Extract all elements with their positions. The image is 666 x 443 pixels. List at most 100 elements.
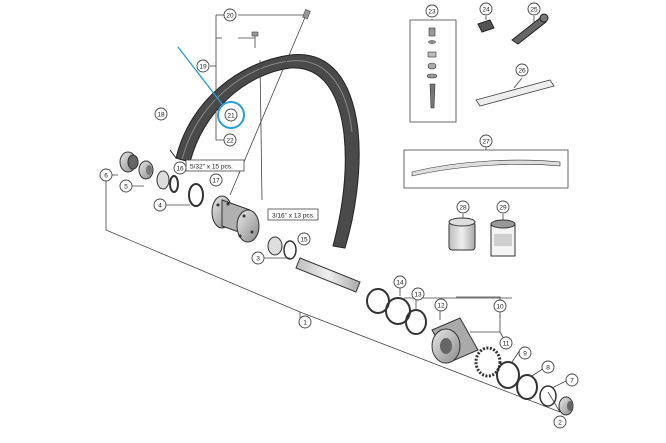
part-balloon-circle bbox=[496, 200, 510, 214]
part-balloon-12: 12 bbox=[434, 298, 448, 312]
freehub-leader-lines bbox=[399, 288, 569, 389]
part-24-tool bbox=[477, 19, 495, 33]
part-balloon-circle bbox=[434, 298, 448, 312]
part-number-label: 12 bbox=[437, 302, 445, 309]
part-balloon-circle bbox=[223, 8, 237, 22]
part-balloon-circle bbox=[518, 346, 532, 360]
part-balloon-circle bbox=[209, 173, 223, 187]
part-balloon-7: 7 bbox=[565, 373, 579, 387]
part-number-label: 21 bbox=[227, 112, 235, 119]
part-balloon-circle bbox=[154, 107, 168, 121]
spoke-group bbox=[210, 14, 307, 201]
part-balloon-25: 25 bbox=[527, 2, 541, 16]
part-balloon-circle bbox=[553, 415, 567, 429]
part-balloon-circle bbox=[297, 232, 311, 246]
part-balloon-16: 16 bbox=[173, 161, 187, 175]
part-balloon-19: 19 bbox=[196, 59, 210, 73]
part-balloon-circle bbox=[298, 315, 312, 329]
part-balloon-circle bbox=[479, 134, 493, 148]
part-balloon-circle bbox=[196, 59, 210, 73]
part-number-label: 8 bbox=[546, 364, 550, 371]
part-3-cone bbox=[267, 236, 283, 256]
part-23-valve-box bbox=[409, 19, 457, 123]
part-number-label: 5 bbox=[124, 183, 128, 190]
part-9-ring bbox=[496, 361, 520, 389]
part-balloon-circle bbox=[515, 63, 529, 77]
part-balloon-circle bbox=[479, 2, 493, 16]
part-4-cone bbox=[156, 170, 170, 190]
part-balloon-6: 6 bbox=[99, 168, 113, 182]
part-29-grease bbox=[490, 219, 516, 257]
part-8-ring bbox=[516, 374, 538, 400]
part-balloon-14: 14 bbox=[393, 275, 407, 289]
part-balloon-10: 10 bbox=[493, 299, 507, 313]
part-26-tape bbox=[475, 79, 555, 107]
part-balloon-circle bbox=[425, 4, 439, 18]
part-number-label: 18 bbox=[157, 111, 165, 118]
ball-note-large-text: 3/16" x 13 pcs. bbox=[272, 213, 315, 220]
ball-note-small: 5/32" x 15 pcs. bbox=[185, 159, 245, 172]
part-balloon-26: 26 bbox=[515, 63, 529, 77]
part-number-label: 28 bbox=[459, 204, 467, 211]
part-balloon-18: 18 bbox=[154, 107, 168, 121]
part-balloon-22: 22 bbox=[223, 133, 237, 147]
part-number-label: 25 bbox=[530, 6, 538, 13]
part-25-wrench bbox=[511, 13, 549, 45]
part-balloon-circle bbox=[411, 287, 425, 301]
part-number-label: 11 bbox=[503, 340, 510, 347]
part-balloon-2: 2 bbox=[553, 415, 567, 429]
highlight-callout bbox=[177, 46, 245, 129]
part-balloon-circle bbox=[565, 373, 579, 387]
part-28-sleeve bbox=[448, 217, 476, 251]
part-27-label-box bbox=[403, 149, 569, 189]
part-number-label: 13 bbox=[414, 291, 422, 298]
part-number-label: 3 bbox=[256, 255, 260, 262]
part-number-label: 22 bbox=[226, 137, 234, 144]
part-number-label: 19 bbox=[199, 63, 207, 70]
part-10-freehub bbox=[431, 317, 479, 364]
part-balloon-13: 13 bbox=[411, 287, 425, 301]
part-balloon-21: 21 bbox=[224, 108, 238, 122]
part-balloon-24: 24 bbox=[479, 2, 493, 16]
part-number-label: 4 bbox=[158, 202, 162, 209]
part-balloon-23: 23 bbox=[425, 4, 439, 18]
part-balloon-circle bbox=[527, 2, 541, 16]
part-balloon-9: 9 bbox=[518, 346, 532, 360]
part-balloon-5: 5 bbox=[119, 179, 133, 193]
part-11-ring bbox=[474, 346, 502, 378]
leader-lines bbox=[105, 170, 561, 413]
part-balloon-15: 15 bbox=[297, 232, 311, 246]
part-balloon-circle bbox=[224, 108, 238, 122]
part-balloon-circle bbox=[456, 200, 470, 214]
part-number-label: 10 bbox=[496, 303, 504, 310]
part-balloon-4: 4 bbox=[153, 198, 167, 212]
part-number-label: 20 bbox=[226, 12, 234, 19]
part-balloon-1: 1 bbox=[298, 315, 312, 329]
part-15-ring bbox=[283, 240, 297, 260]
axle bbox=[295, 257, 361, 293]
nipple-parts bbox=[251, 9, 311, 37]
part-balloon-3: 3 bbox=[251, 251, 265, 265]
hub-body bbox=[211, 195, 260, 243]
part-balloon-17: 17 bbox=[209, 173, 223, 187]
ball-note-large: 3/16" x 13 pcs. bbox=[267, 208, 319, 221]
part-number-label: 1 bbox=[303, 319, 307, 326]
part-number-label: 27 bbox=[482, 138, 490, 145]
part-number-label: 16 bbox=[176, 165, 184, 172]
part-number-label: 26 bbox=[518, 67, 526, 74]
part-16-seal bbox=[169, 175, 179, 193]
part-balloon-circle bbox=[99, 168, 113, 182]
part-balloon-circle bbox=[223, 133, 237, 147]
part-number-label: 23 bbox=[428, 8, 436, 15]
part-balloon-circle bbox=[541, 360, 555, 374]
part-number-label: 15 bbox=[300, 236, 308, 243]
part-number-label: 7 bbox=[570, 377, 574, 384]
part-balloon-8: 8 bbox=[541, 360, 555, 374]
part-13-ring bbox=[385, 297, 411, 325]
part-number-label: 14 bbox=[396, 279, 404, 286]
part-balloon-circle bbox=[119, 179, 133, 193]
part-7-ring bbox=[539, 385, 557, 407]
part-balloon-11: 11 bbox=[499, 336, 513, 350]
part-number-label: 17 bbox=[212, 177, 220, 184]
